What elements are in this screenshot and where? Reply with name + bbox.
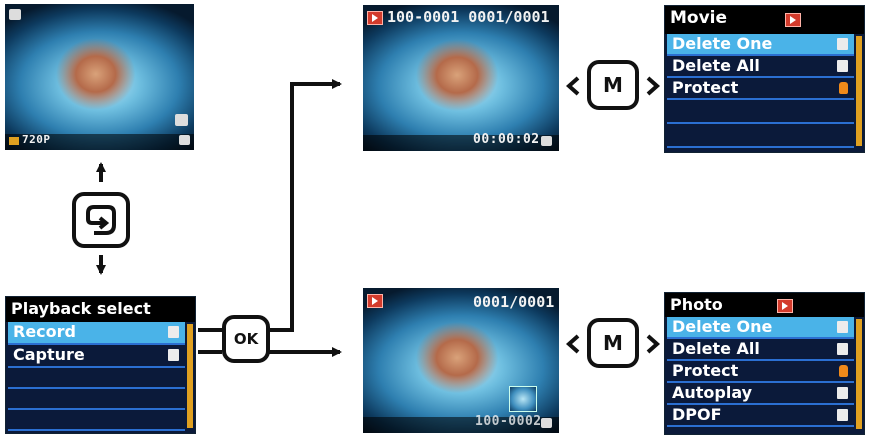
- print-icon: [837, 409, 848, 421]
- mode-loop-icon: [86, 205, 116, 235]
- thumbnail-preview: [509, 386, 537, 412]
- movie-playback-icon: [367, 11, 383, 25]
- menu-title: Photo: [670, 295, 723, 314]
- menu-button-bottom[interactable]: M: [587, 318, 639, 368]
- movie-file-counter: 100-0001 0001/0001: [387, 8, 550, 26]
- menu-item-capture[interactable]: Capture: [8, 345, 185, 368]
- menu-item-label: Capture: [13, 345, 85, 364]
- photo-file-counter: 0001/0001: [473, 293, 555, 311]
- delete-one-icon: [837, 38, 848, 50]
- menu-title: Playback select: [11, 299, 151, 318]
- menu-item-label: Record: [13, 322, 76, 341]
- status-bar: [363, 135, 559, 151]
- live-view-screen: 720P: [5, 4, 194, 150]
- menu-item-delete-all[interactable]: Delete All: [667, 56, 854, 78]
- card-icon: [541, 136, 552, 146]
- menu-item-label: Delete One: [672, 317, 773, 336]
- menu-button-label: M: [603, 73, 623, 97]
- menu-empty-row: [667, 124, 854, 148]
- ok-to-movie-arrow: [268, 79, 342, 332]
- movie-menu: Movie Delete One Delete All Protect: [664, 5, 865, 153]
- menu-button-top[interactable]: M: [587, 60, 639, 110]
- ok-button[interactable]: OK: [222, 315, 270, 363]
- photo-menu: Photo Delete One Delete All Protect Auto…: [664, 292, 865, 435]
- menu-item-label: Delete One: [672, 34, 773, 53]
- m-left-chevron-top: [565, 76, 580, 96]
- menu-scrollbar[interactable]: [187, 324, 193, 428]
- menu-item-label: Delete All: [672, 56, 760, 75]
- menu-item-delete-one[interactable]: Delete One: [667, 34, 854, 56]
- lock-icon: [839, 365, 848, 377]
- movie-playback-screen: 100-0001 0001/0001 00:00:02: [363, 5, 559, 151]
- photo-playback-screen: 0001/0001 100-0002: [363, 288, 559, 433]
- m-right-chevron-top: [646, 76, 661, 96]
- menu-title: Movie: [670, 8, 728, 28]
- menu-button-label: M: [603, 331, 623, 355]
- card-icon: [179, 135, 190, 145]
- movie-mode-icon: [785, 13, 801, 27]
- menu-item-record[interactable]: Record: [8, 322, 185, 345]
- delete-one-icon: [837, 321, 848, 333]
- m-right-chevron-bottom: [646, 334, 661, 354]
- resolution-icon: [9, 137, 19, 145]
- m-left-chevron-bottom: [565, 334, 580, 354]
- menu-item-label: Delete All: [672, 339, 760, 358]
- mode-icon: [175, 114, 188, 126]
- menu-empty-row: [8, 410, 185, 431]
- menu-item-label: Autoplay: [672, 383, 753, 402]
- menu-scrollbar[interactable]: [856, 36, 862, 146]
- status-bar: [5, 134, 194, 150]
- movie-time-display: 00:00:02: [473, 132, 540, 147]
- card-icon: [541, 418, 552, 428]
- playback-select-menu: Playback select Record Capture: [5, 296, 196, 434]
- menu-item-protect[interactable]: Protect: [667, 361, 854, 383]
- menu-item-delete-one[interactable]: Delete One: [667, 317, 854, 339]
- delete-all-icon: [837, 343, 848, 355]
- menu-empty-row: [8, 389, 185, 410]
- menu-title-bar: Playback select: [6, 297, 195, 322]
- autoplay-icon: [837, 387, 848, 399]
- mode-button[interactable]: [72, 192, 130, 248]
- menu-empty-row: [667, 100, 854, 124]
- menu-item-label: Protect: [672, 361, 739, 380]
- menu-empty-row: [8, 368, 185, 389]
- surfer-photo: [5, 4, 194, 150]
- photo-playback-icon: [367, 294, 383, 308]
- menu-title-bar: Movie: [665, 6, 864, 34]
- surfer-photo: [363, 5, 559, 151]
- menu-item-delete-all[interactable]: Delete All: [667, 339, 854, 361]
- resolution-label: 720P: [22, 133, 51, 146]
- menu-item-label: DPOF: [672, 405, 722, 424]
- photo-file-icon: [168, 349, 179, 361]
- photo-file-name: 100-0002: [475, 414, 542, 429]
- menu-item-dpof[interactable]: DPOF: [667, 405, 854, 427]
- photo-mode-icon: [777, 299, 793, 313]
- ok-button-label: OK: [233, 330, 259, 348]
- delete-all-icon: [837, 60, 848, 72]
- menu-item-autoplay[interactable]: Autoplay: [667, 383, 854, 405]
- status-bar: [363, 417, 559, 433]
- lock-icon: [839, 82, 848, 94]
- menu-item-protect[interactable]: Protect: [667, 78, 854, 100]
- menu-title-bar: Photo: [665, 293, 864, 317]
- video-camera-icon: [9, 9, 21, 20]
- menu-item-label: Protect: [672, 78, 739, 97]
- movie-file-icon: [168, 326, 179, 338]
- menu-scrollbar[interactable]: [856, 319, 862, 429]
